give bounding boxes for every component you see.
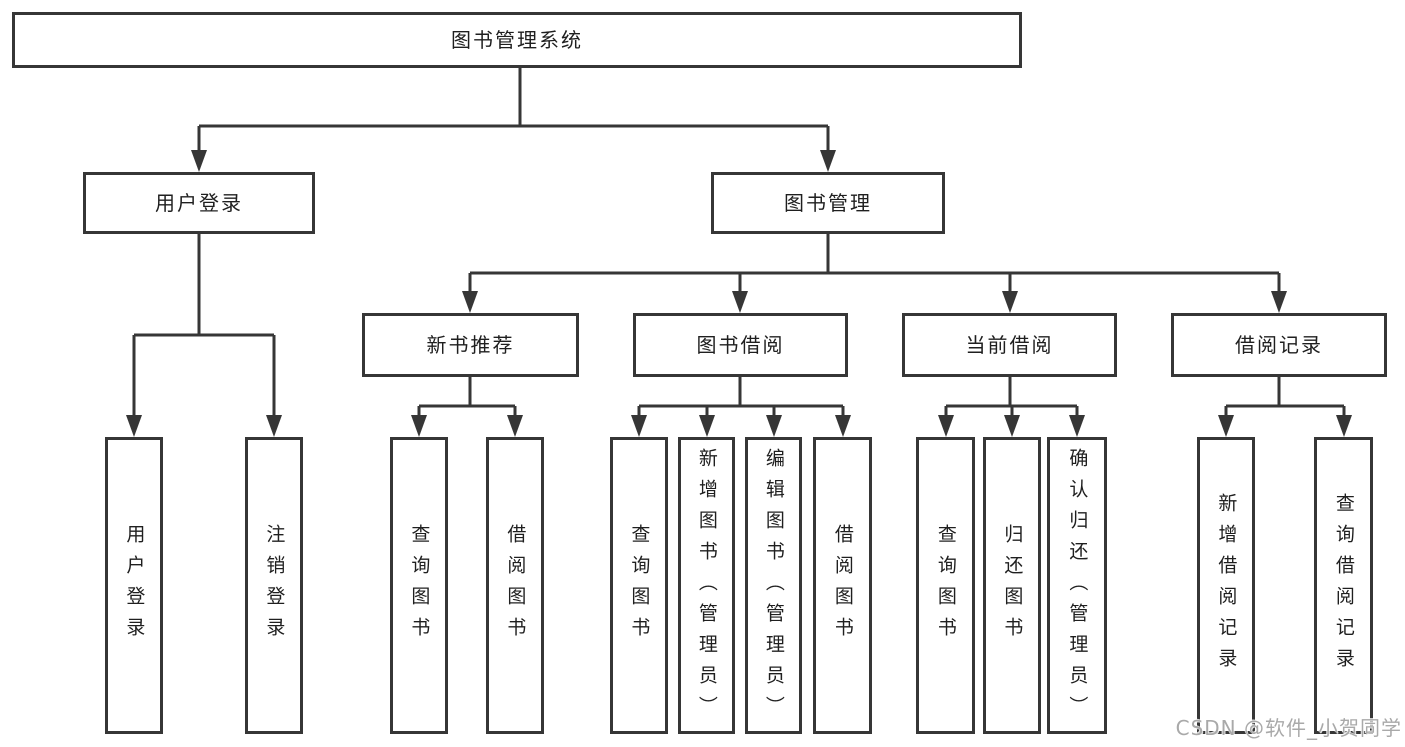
- leaf-query-books: 查询图书: [390, 437, 448, 734]
- connector-borrow-records-to-leaves: [1224, 377, 1346, 417]
- connector-book-borrowing-to-leaves: [637, 377, 845, 417]
- node-library-management-system: 图书管理系统: [12, 12, 1022, 68]
- connector-root-to-level2: [197, 68, 830, 153]
- leaf-borrow-books: 借阅图书: [486, 437, 544, 734]
- leaf-query-books: 查询图书: [916, 437, 975, 734]
- connector-user-login-to-leaves: [132, 234, 276, 417]
- leaf-add-books-admin: 新增图书（管理员）: [678, 437, 735, 734]
- leaf-user-login: 用户登录: [105, 437, 163, 734]
- node-user-login: 用户登录: [83, 172, 315, 234]
- leaf-edit-books-admin: 编辑图书（管理员）: [745, 437, 802, 734]
- leaf-query-books: 查询图书: [610, 437, 668, 734]
- connector-book-management-to-level3: [468, 234, 1281, 293]
- leaf-confirm-return-admin: 确认归还（管理员）: [1047, 437, 1107, 734]
- node-current-borrowing: 当前借阅: [902, 313, 1117, 377]
- csdn-watermark: CSDN @软件_小贺同学: [1175, 716, 1402, 740]
- node-book-management: 图书管理: [711, 172, 945, 234]
- leaf-add-borrow-record: 新增借阅记录: [1197, 437, 1255, 734]
- leaf-query-borrow-record: 查询借阅记录: [1314, 437, 1373, 734]
- node-borrow-records: 借阅记录: [1171, 313, 1387, 377]
- node-book-borrowing: 图书借阅: [633, 313, 848, 377]
- leaf-borrow-books: 借阅图书: [813, 437, 872, 734]
- leaf-logout: 注销登录: [245, 437, 303, 734]
- connector-new-book-recommend-to-leaves: [417, 377, 517, 417]
- leaf-return-books: 归还图书: [983, 437, 1041, 734]
- connector-current-borrowing-to-leaves: [944, 377, 1079, 417]
- arrowheads: [126, 150, 1352, 437]
- node-new-book-recommend: 新书推荐: [362, 313, 579, 377]
